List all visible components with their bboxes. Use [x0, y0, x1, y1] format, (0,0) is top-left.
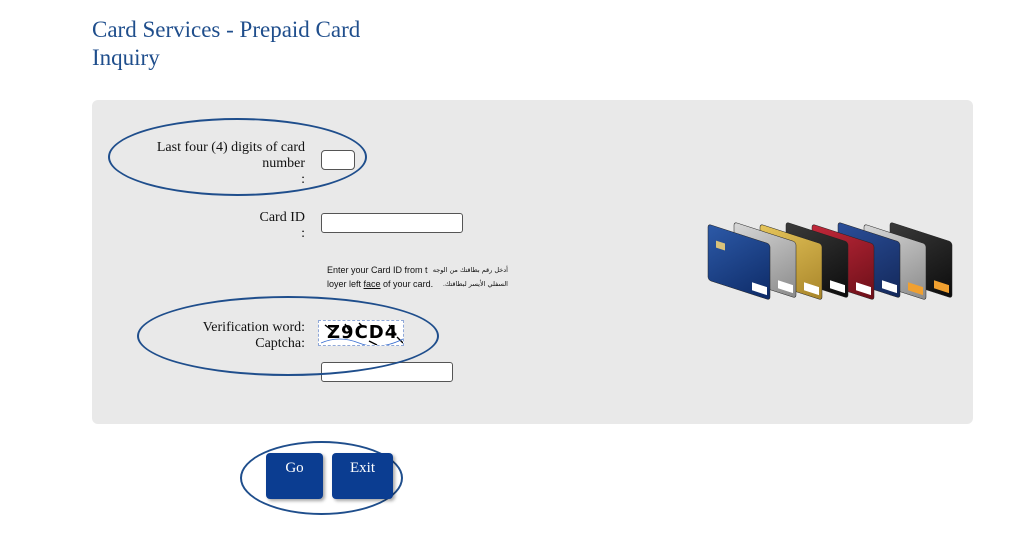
card-id-colon: : — [301, 226, 305, 241]
hint-en-line2a: lo — [327, 279, 335, 289]
go-button[interactable]: Go — [266, 453, 323, 499]
card-id-input[interactable] — [321, 213, 463, 233]
exit-button[interactable]: Exit — [332, 453, 393, 499]
visa-logo-icon — [882, 280, 897, 294]
mastercard-logo-icon — [934, 280, 949, 294]
highlight-buttons — [240, 441, 403, 515]
page-title: Card Services - Prepaid Card Inquiry — [92, 17, 361, 70]
highlight-verification — [137, 296, 439, 376]
card-id-label-text: Card ID — [259, 210, 306, 225]
hint-ar-line2: السفلي الأيسر لبطاقتك. — [442, 280, 508, 288]
hint-en-line1: Enter your Card ID from t — [327, 265, 428, 275]
card-image — [707, 224, 771, 300]
visa-logo-icon — [856, 282, 871, 296]
card-id-label: Card ID : — [200, 210, 306, 242]
hint-en-line2c: face — [363, 279, 381, 289]
card-id-hint-en: Enter your Card ID from t loyer left fac… — [327, 263, 433, 291]
visa-logo-icon — [830, 280, 845, 294]
visa-logo-icon — [804, 282, 819, 296]
highlight-last-four — [108, 118, 367, 196]
hint-en-line2d: of your card. — [380, 279, 434, 289]
card-id-hint-ar: أدخل رقم بطاقتك من الوجه السفلي الأيسر ل… — [433, 263, 508, 291]
visa-logo-icon — [752, 282, 767, 296]
visa-logo-icon — [778, 280, 793, 294]
card-stack-illustration — [707, 222, 953, 300]
mastercard-logo-icon — [908, 282, 923, 296]
hint-en-line2b: yer left — [334, 279, 364, 289]
hint-ar-line1: أدخل رقم بطاقتك من الوجه — [432, 266, 508, 274]
